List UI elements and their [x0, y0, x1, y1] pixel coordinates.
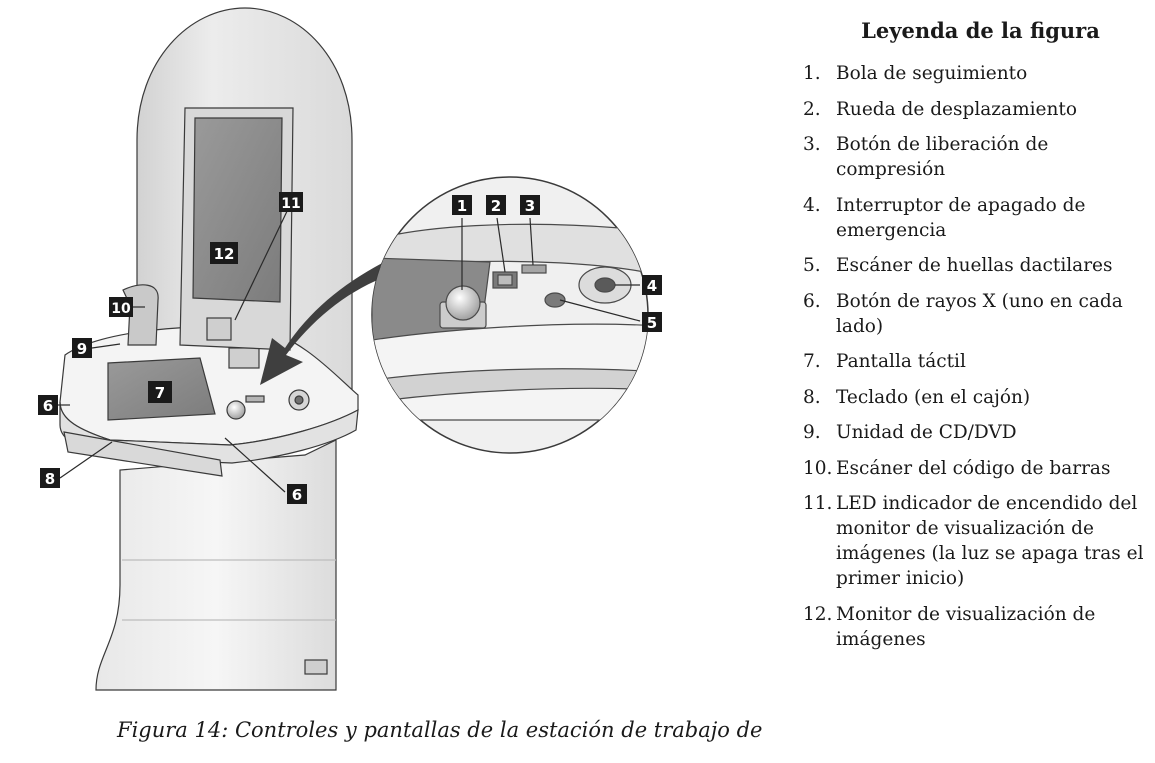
legend-item-number: 11.: [803, 493, 833, 514]
legend-item-number: 5.: [803, 255, 821, 276]
legend-item-text: Botón de liberación de compresión: [836, 134, 1049, 180]
figure-caption: Figura 14: Controles y pantallas de la e…: [117, 718, 763, 742]
legend-item: 6. Botón de rayos X (uno en cada lado): [803, 289, 1148, 339]
legend-item-number: 10.: [803, 457, 833, 479]
svg-text:6: 6: [292, 486, 302, 504]
callout-12: 12: [210, 242, 238, 264]
svg-text:5: 5: [647, 314, 657, 332]
legend-item: 10.Escáner del código de barras: [803, 456, 1148, 481]
callout-9: 9: [72, 338, 92, 358]
legend-item: 9. Unidad de CD/DVD: [803, 420, 1148, 445]
legend-item: 8. Teclado (en el cajón): [803, 385, 1148, 410]
legend-item-number: 4.: [803, 194, 821, 216]
callout-2: 2: [486, 195, 506, 215]
legend-item-text: Interruptor de apagado de emergencia: [836, 194, 1086, 241]
callout-6-left: 6: [38, 395, 58, 415]
svg-text:9: 9: [77, 340, 87, 358]
callout-8: 8: [40, 468, 60, 488]
legend-item-number: 1.: [803, 63, 821, 84]
workstation-illustration: [59, 7, 388, 691]
legend-item-text: Unidad de CD/DVD: [836, 422, 1017, 443]
legend-item-text: Escáner de huellas dactilares: [836, 255, 1113, 276]
legend-list: 1. Bola de seguimiento 2. Rueda de desplaz…: [803, 61, 1148, 652]
legend-item: 7. Pantalla táctil: [803, 349, 1148, 374]
zoom-detail: [371, 176, 649, 454]
legend-item: 3. Botón de liberación de compresión: [803, 132, 1148, 182]
legend-item-text: Teclado (en el cajón): [836, 386, 1031, 408]
callout-4: 4: [642, 275, 662, 295]
column: [95, 439, 337, 691]
legend-item-text: Botón de rayos X (uno en cada lado): [836, 290, 1123, 337]
legend-item-text: Rueda de desplazamiento: [836, 98, 1077, 120]
callout-7: 7: [148, 381, 172, 403]
pointer-arrow: [260, 260, 388, 385]
callout-5: 5: [642, 312, 662, 332]
legend-item-number: 7.: [803, 351, 821, 372]
leader-lines: [58, 204, 641, 493]
legend-item-number: 9.: [803, 422, 821, 443]
legend-item: 12.Monitor de visualización de imágenes: [803, 602, 1148, 652]
svg-text:2: 2: [491, 197, 501, 215]
svg-text:6: 6: [43, 397, 53, 415]
svg-text:8: 8: [45, 470, 55, 488]
legend-item-number: 6.: [803, 290, 821, 312]
legend-item-text: Escáner del código de barras: [836, 457, 1111, 479]
callout-6-right: 6: [287, 484, 307, 504]
legend-item-text: Monitor de visualización de imágenes: [836, 603, 1096, 650]
svg-text:1: 1: [457, 197, 467, 215]
legend-item-text: Pantalla táctil: [836, 351, 966, 372]
legend-item: 2. Rueda de desplazamiento: [803, 97, 1148, 122]
svg-text:4: 4: [647, 277, 657, 295]
callout-1: 1: [452, 195, 472, 215]
legend-item: 11.LED indicador de encendido del monito…: [803, 491, 1148, 591]
legend-item-number: 8.: [803, 386, 821, 408]
legend-item-text: LED indicador de encendido del monitor d…: [836, 493, 1144, 589]
svg-text:10: 10: [111, 301, 131, 317]
callout-10: 10: [109, 297, 133, 317]
legend-item-number: 12.: [803, 603, 833, 625]
legend-item-text: Bola de seguimiento: [836, 63, 1028, 84]
callout-11: 11: [279, 192, 303, 212]
callout-3: 3: [520, 195, 540, 215]
figure-legend: Leyenda de la figura 1. Bola de seguimien…: [803, 18, 1148, 662]
svg-text:7: 7: [155, 384, 165, 402]
svg-text:3: 3: [525, 197, 535, 215]
legend-item-number: 3.: [803, 134, 821, 155]
legend-item: 4. Interruptor de apagado de emergencia: [803, 193, 1148, 243]
legend-item-number: 2.: [803, 98, 821, 120]
legend-title: Leyenda de la figura: [861, 18, 1100, 43]
legend-item: 5. Escáner de huellas dactilares: [803, 253, 1148, 278]
keyboard-drawer: [63, 431, 223, 477]
legend-item: 1. Bola de seguimiento: [803, 61, 1148, 86]
svg-text:11: 11: [281, 196, 300, 212]
svg-text:12: 12: [214, 245, 235, 263]
workstation-figure: 1 2 3 4 5 11 12 10: [38, 7, 762, 742]
